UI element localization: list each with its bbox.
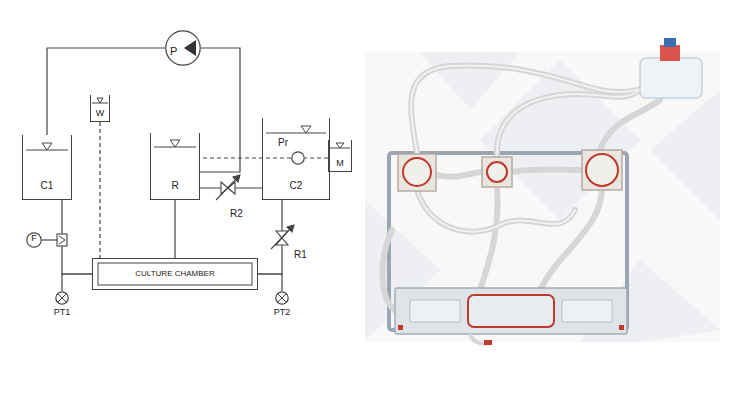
component-label: R1: [294, 249, 307, 260]
pressure-transducer: PT1: [55, 291, 69, 305]
tubing-line: [62, 274, 92, 291]
circle-outline: [292, 152, 304, 164]
node-label: W: [96, 109, 105, 119]
cross-mark: [57, 293, 67, 303]
medium-container: M: [328, 140, 352, 172]
tubing-line: [200, 48, 240, 172]
valve-symbol: [271, 225, 294, 249]
node-label: R: [171, 180, 178, 191]
label-holder: R2: [230, 203, 243, 221]
tubing-line: [47, 48, 165, 135]
cross-mark: [57, 293, 67, 303]
circle-outline: [166, 31, 200, 65]
tubing-line: [174, 200, 175, 258]
circle-outline: [276, 292, 288, 304]
tubing-line: [258, 274, 282, 291]
water-level: [26, 98, 350, 150]
node-label: M: [336, 159, 344, 169]
node-outline: [275, 291, 289, 305]
valve-symbol: [216, 175, 240, 200]
signal-line: [99, 122, 100, 258]
node-outline: [291, 151, 305, 165]
cross-mark: [277, 293, 287, 303]
node-label: P: [170, 45, 177, 57]
label-holder: R1: [294, 244, 307, 262]
node-label: PT1: [42, 308, 82, 318]
chamber-tube: [98, 263, 252, 285]
node-label: CULTURE CHAMBER: [135, 270, 214, 279]
node-label: Pr: [278, 137, 292, 148]
cross-mark: [277, 293, 287, 303]
node-label: PT2: [262, 308, 302, 318]
signal-line: [200, 157, 291, 158]
node-outline: [55, 291, 69, 305]
flow-sensor: F: [26, 232, 42, 248]
pump-arrow: [184, 40, 196, 56]
circle-outline: [27, 233, 41, 247]
node-label: F: [26, 234, 42, 244]
reservoir: R: [150, 133, 200, 200]
photo: [365, 38, 720, 345]
pump: P: [165, 30, 201, 66]
sensor-lead: [42, 239, 57, 240]
filter-symbol: [57, 234, 67, 246]
tubing-line: [258, 200, 282, 274]
waste-container: W: [90, 95, 110, 122]
pressure-transducer: PT2: [275, 291, 289, 305]
node-label: C1: [41, 180, 54, 191]
node-label: C2: [290, 180, 303, 191]
pump: Pr: [291, 151, 305, 165]
circle-outline: [56, 292, 68, 304]
compliance-chamber: C1: [22, 135, 72, 200]
signal-line: [305, 157, 328, 158]
culture-chamber: CULTURE CHAMBER: [92, 258, 258, 290]
component-label: R2: [230, 208, 243, 219]
